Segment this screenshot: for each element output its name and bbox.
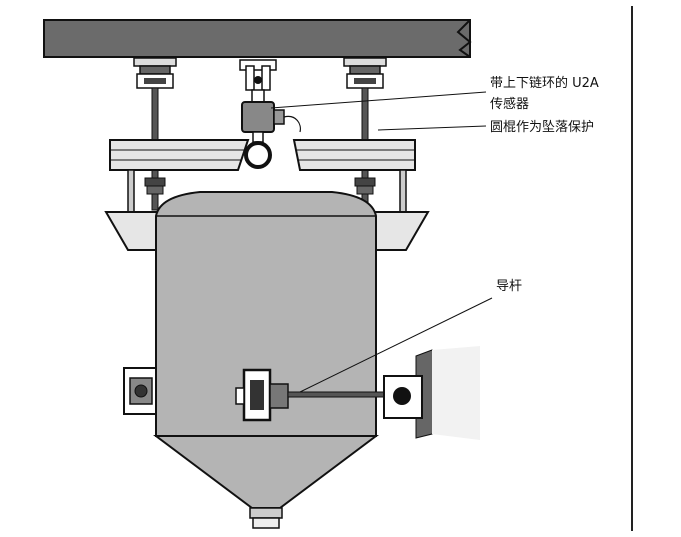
right-beam-mount [343, 57, 387, 89]
label-u2a-line1: 带上下链环的 U2A [490, 75, 599, 91]
u2a-sensor-assembly [239, 59, 301, 169]
guide-rod-assembly [235, 346, 480, 440]
right-lug [371, 211, 430, 251]
outlet-flange [249, 507, 283, 519]
leader-u2a [270, 91, 487, 109]
left-lug [104, 211, 161, 251]
leader-guide-rod [299, 297, 493, 393]
left-side-bracket [123, 367, 157, 415]
label-u2a-line2: 传感器 [490, 96, 529, 112]
label-guide-rod: 导杆 [496, 279, 522, 294]
label-round-bar: 圆棍作为坠落保护 [490, 119, 594, 135]
vessel-cone [153, 435, 379, 509]
leader-round-bar [377, 125, 487, 131]
hopper-vessel [104, 191, 430, 529]
guide-rod [287, 391, 385, 398]
leader-lines [270, 91, 493, 393]
overhead-beam [43, 19, 472, 58]
sensor-cable [283, 115, 301, 133]
support-brackets [109, 139, 416, 171]
u2a-sensor-body [241, 101, 275, 133]
left-beam-mount [133, 57, 177, 89]
lower-chain-link [244, 141, 272, 169]
wall-shadow [432, 346, 480, 440]
